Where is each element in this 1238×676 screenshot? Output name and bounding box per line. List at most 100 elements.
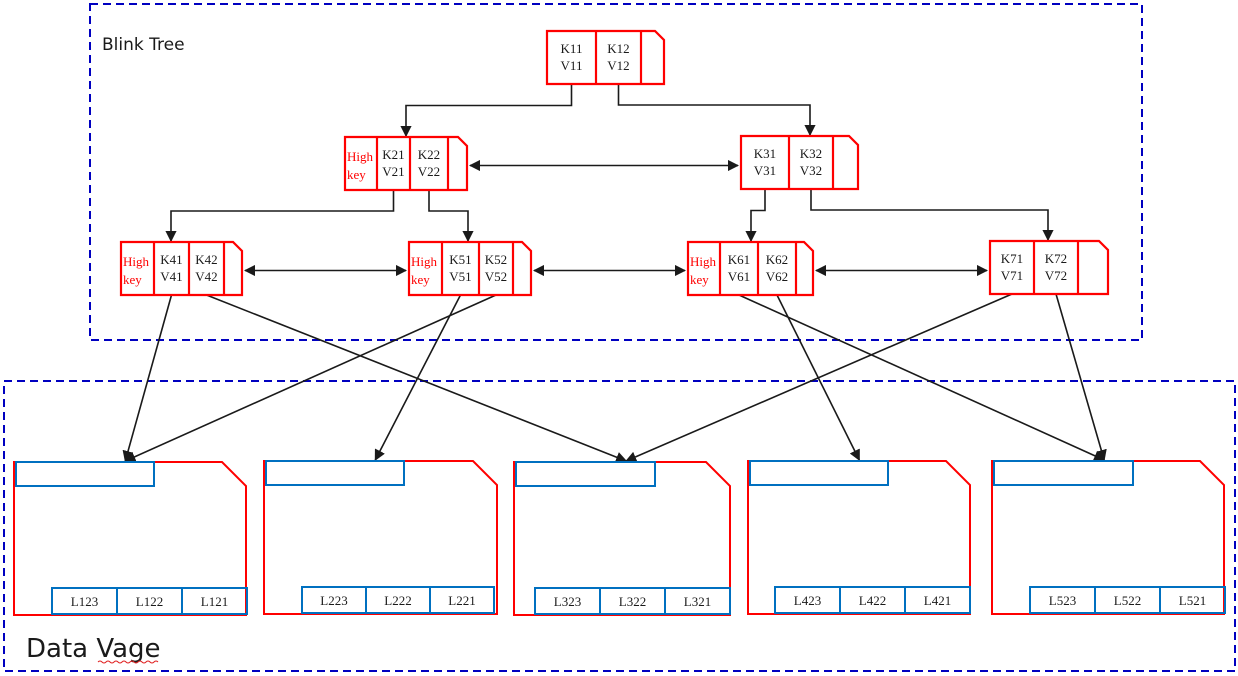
slot-label: L423 xyxy=(794,593,821,608)
leaf-to-page-arrow xyxy=(374,294,462,461)
page-line-slot[interactable]: L522 xyxy=(1094,586,1161,614)
page-line-slot[interactable]: L321 xyxy=(664,587,731,615)
entry-value: V21 xyxy=(382,164,404,179)
child-pointer-arrow xyxy=(617,84,816,137)
slot-label: L223 xyxy=(320,593,347,608)
entry-key: K61 xyxy=(728,252,750,267)
data-page-p1[interactable]: L123 L122 L121 xyxy=(13,461,248,616)
page-header-slot[interactable] xyxy=(749,460,889,486)
page-line-slot[interactable]: L521 xyxy=(1159,586,1226,614)
page-line-slot[interactable]: L523 xyxy=(1029,586,1096,614)
slot-label: L122 xyxy=(136,594,163,609)
entry-value: V42 xyxy=(195,269,217,284)
page-line-slot[interactable]: L423 xyxy=(774,586,841,614)
page-header-slot[interactable] xyxy=(515,461,656,487)
entry-value: V12 xyxy=(607,58,629,73)
entry-key: K31 xyxy=(754,146,776,161)
child-pointer-arrow xyxy=(745,189,766,243)
entry-key: K62 xyxy=(766,252,788,267)
page-line-slot[interactable]: L421 xyxy=(904,586,971,614)
page-header-slot[interactable] xyxy=(15,461,155,487)
entry-key: K21 xyxy=(382,147,404,162)
entry-value: V22 xyxy=(418,164,440,179)
entry-key: K42 xyxy=(195,252,217,267)
slot-label: L421 xyxy=(924,593,951,608)
entry-value: V72 xyxy=(1045,268,1067,283)
entry-key: K71 xyxy=(1001,251,1023,266)
slot-box xyxy=(664,587,731,615)
slot-box xyxy=(1159,586,1226,614)
page-outline xyxy=(747,460,971,615)
slot-label: L323 xyxy=(554,594,581,609)
slot-label: L121 xyxy=(201,594,228,609)
child-pointer-arrow xyxy=(428,190,474,243)
slot-label: L123 xyxy=(71,594,98,609)
page-line-slot[interactable]: L223 xyxy=(301,586,367,614)
slot-label: L221 xyxy=(448,593,475,608)
data-page-region xyxy=(3,380,1236,672)
page-line-slot[interactable]: L221 xyxy=(429,586,495,614)
node-outline xyxy=(686,240,815,297)
page-outline xyxy=(13,461,247,616)
page-line-slot[interactable]: L123 xyxy=(51,587,118,615)
page-line-slot[interactable]: L222 xyxy=(365,586,431,614)
page-header-slot[interactable] xyxy=(993,460,1134,486)
entry-key: K32 xyxy=(800,146,822,161)
page-line-slot[interactable]: L122 xyxy=(116,587,183,615)
entry-value: V41 xyxy=(160,269,182,284)
entry-value: V31 xyxy=(754,163,776,178)
leaf-to-page-arrow xyxy=(1055,293,1107,462)
entry-value: V51 xyxy=(449,269,471,284)
data-page-p2[interactable]: L223 L222 L221 xyxy=(263,460,498,615)
page-line-slot[interactable]: L323 xyxy=(534,587,601,615)
page-line-slot[interactable]: L121 xyxy=(181,587,248,615)
node-outline xyxy=(343,135,469,192)
page-line-slot[interactable]: L322 xyxy=(599,587,666,615)
slot-label: L521 xyxy=(1179,593,1206,608)
page-line-slot[interactable]: L422 xyxy=(839,586,906,614)
leaf-to-page-arrow xyxy=(206,294,628,463)
entry-key: K22 xyxy=(418,147,440,162)
leaf-to-page-arrow xyxy=(122,294,173,463)
slot-label: L523 xyxy=(1049,593,1076,608)
entry-value: V62 xyxy=(766,269,788,284)
slot-box xyxy=(904,586,971,614)
slot-label: L222 xyxy=(384,593,411,608)
entry-key: K41 xyxy=(160,252,182,267)
page-header-slot[interactable] xyxy=(265,460,405,486)
node-outline xyxy=(119,240,244,297)
entry-key: K72 xyxy=(1045,251,1067,266)
data-page-p4[interactable]: L423 L422 L421 xyxy=(747,460,971,615)
leaf-to-page-arrow xyxy=(124,294,497,462)
slot-box xyxy=(429,586,495,614)
data-page-p5[interactable]: L523 L522 L521 xyxy=(991,460,1226,615)
entry-key: K51 xyxy=(449,252,471,267)
node-outline xyxy=(407,240,533,297)
